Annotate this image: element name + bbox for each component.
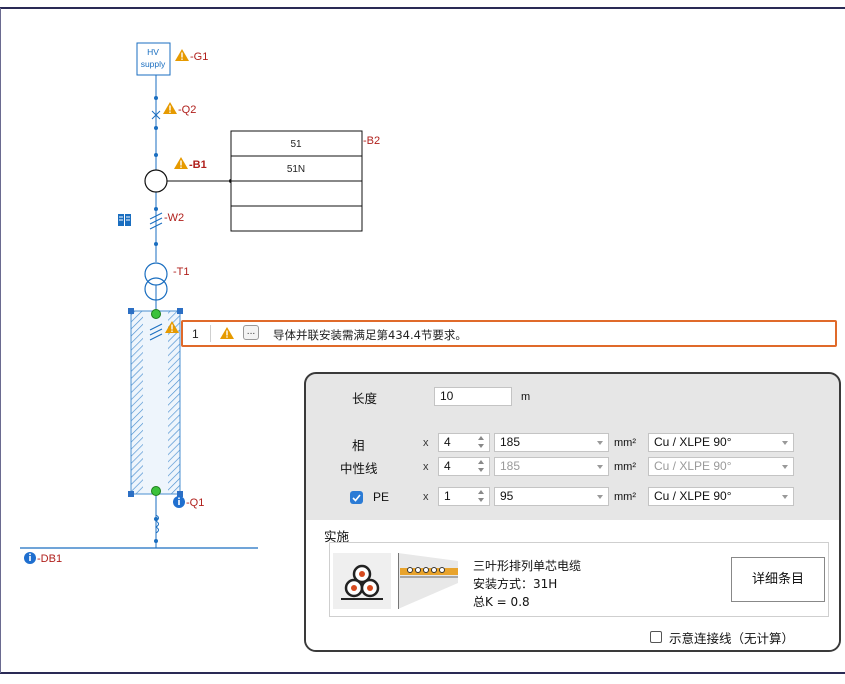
phase-section-value: 185	[500, 435, 521, 449]
length-input[interactable]: 10	[434, 387, 512, 406]
label-b1: -B1	[189, 159, 207, 171]
pe-section-value: 95	[500, 489, 514, 503]
chevron-down-icon	[782, 495, 788, 499]
info-icon[interactable]	[173, 496, 185, 508]
multiply-sign: x	[423, 491, 429, 503]
mm2-unit: mm²	[614, 491, 636, 503]
label-q1: -Q1	[186, 497, 204, 509]
warning-icon[interactable]	[175, 49, 189, 61]
current-transformer-b1[interactable]	[144, 169, 168, 193]
pe-checkbox[interactable]	[350, 491, 363, 504]
phase-count-stepper[interactable]: 4	[438, 433, 490, 452]
phase-material-select[interactable]: Cu / XLPE 90°	[648, 433, 794, 452]
neutral-section-value: 185	[500, 459, 521, 473]
node-dot	[154, 96, 158, 100]
node-dot	[154, 242, 158, 246]
book-icon[interactable]	[118, 214, 131, 226]
label-db1: -DB1	[37, 553, 62, 565]
multiply-sign: x	[423, 461, 429, 473]
spinner-icon[interactable]	[478, 489, 486, 504]
neutral-count-stepper[interactable]: 4	[438, 457, 490, 476]
warning-icon[interactable]	[165, 321, 179, 333]
phase-material-value: Cu / XLPE 90°	[654, 435, 732, 449]
protection-relay-table[interactable]: 51 51N	[230, 130, 363, 232]
neutral-count-value: 4	[444, 459, 451, 473]
chevron-down-icon	[597, 465, 603, 469]
pe-label: PE	[373, 490, 390, 504]
supply-label: supply	[141, 59, 166, 69]
installation-method: 安装方式：31H	[473, 577, 558, 591]
relay-function-51: 51	[290, 139, 302, 150]
pe-count-value: 1	[444, 489, 451, 503]
selected-cable-run[interactable]	[128, 308, 183, 497]
warning-icon[interactable]	[163, 102, 177, 114]
hv-supply-source[interactable]: HV supply	[136, 42, 171, 76]
mm2-unit: mm²	[614, 461, 636, 473]
node-dot	[154, 207, 158, 211]
left-border	[0, 8, 1, 673]
label-g1: -G1	[190, 51, 208, 63]
node-dot	[154, 126, 158, 130]
length-label: 长度	[352, 391, 378, 406]
installation-description: 三叶形排列单芯电缆	[473, 559, 582, 573]
schematic-link-label: 示意连接线（无计算）	[669, 631, 795, 646]
node-dot	[154, 153, 158, 157]
multiply-sign: x	[423, 437, 429, 449]
cable-w2-symbol[interactable]	[149, 212, 163, 230]
label-w2: -W2	[164, 212, 184, 224]
label-t1: -T1	[173, 266, 190, 278]
warning-icon[interactable]	[174, 157, 188, 169]
bottom-border	[0, 672, 845, 674]
pe-count-stepper[interactable]: 1	[438, 487, 490, 506]
mm2-unit: mm²	[614, 437, 636, 449]
length-unit: m	[521, 391, 531, 403]
implementation-label: 实施	[324, 529, 350, 544]
phase-label: 相	[352, 438, 365, 453]
schematic-link-checkbox[interactable]	[650, 631, 662, 643]
neutral-label: 中性线	[340, 461, 378, 476]
phase-count-value: 4	[444, 435, 451, 449]
pe-section-select[interactable]: 95	[494, 487, 609, 506]
info-icon[interactable]	[24, 552, 36, 564]
pe-material-value: Cu / XLPE 90°	[654, 489, 732, 503]
transformer-t1-symbol[interactable]	[144, 262, 168, 301]
coil-symbol	[155, 514, 159, 534]
hv-label: HV	[147, 47, 159, 57]
label-b2: -B2	[363, 135, 380, 147]
trefoil-cable-icon[interactable]	[333, 553, 391, 609]
relay-function-51n: 51N	[287, 164, 305, 175]
phase-section-select[interactable]: 185	[494, 433, 609, 452]
chevron-down-icon	[782, 465, 788, 469]
cable-properties-panel: 长度 10 m 相 x 4 185 mm² Cu / XLPE 90° 中性线 …	[304, 372, 841, 652]
details-button[interactable]: 详细条目	[731, 557, 825, 602]
error-index: 1	[192, 327, 199, 341]
implementation-box: 三叶形排列单芯电缆 安装方式：31H 总K = 0.8 详细条目	[329, 542, 829, 617]
neutral-material-select[interactable]: Cu / XLPE 90°	[648, 457, 794, 476]
separator	[210, 325, 211, 342]
more-options-button[interactable]: ...	[243, 325, 259, 340]
neutral-material-value: Cu / XLPE 90°	[654, 459, 732, 473]
installation-method-icon[interactable]	[397, 553, 458, 609]
warning-icon	[220, 327, 234, 339]
spinner-icon[interactable]	[478, 435, 486, 450]
chevron-down-icon	[597, 441, 603, 445]
top-border	[0, 7, 845, 9]
breaker-q2-symbol[interactable]	[151, 110, 161, 120]
total-k-factor: 总K = 0.8	[473, 595, 530, 609]
chevron-down-icon	[782, 441, 788, 445]
error-message-bar[interactable]: 1 ... 导体并联安装需满足第434.4节要求。	[181, 320, 837, 347]
label-q2: -Q2	[178, 104, 196, 116]
spinner-icon[interactable]	[478, 459, 486, 474]
pe-material-select[interactable]: Cu / XLPE 90°	[648, 487, 794, 506]
checkmark-icon	[352, 494, 361, 502]
chevron-down-icon	[597, 495, 603, 499]
node-dot	[154, 539, 158, 543]
neutral-section-select[interactable]: 185	[494, 457, 609, 476]
error-message-text: 导体并联安装需满足第434.4节要求。	[273, 328, 467, 342]
